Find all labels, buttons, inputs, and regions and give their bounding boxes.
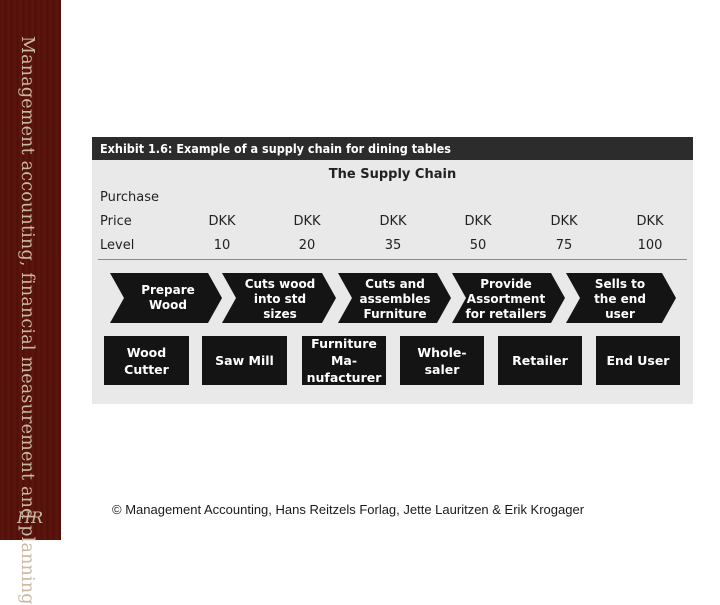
arrow-label-sells: Sells to the end user	[594, 277, 646, 321]
level-cell: 35	[384, 238, 402, 253]
sidebar: Management accounting, financial measure…	[0, 0, 61, 605]
row-label-price: Price	[100, 214, 132, 229]
actor-box-retailer: Retailer	[498, 336, 582, 385]
actor-box-end-user: End User	[596, 336, 680, 385]
currency-cell: DKK	[636, 214, 664, 229]
exhibit-title: Exhibit 1.6: Example of a supply chain f…	[100, 141, 451, 156]
actor-box-wood-cutter: Wood Cutter	[104, 336, 189, 385]
actor-label: Retailer	[512, 353, 568, 368]
arrow-label-prepare-wood: Prepare Wood	[141, 283, 195, 312]
copyright-caption: © Management Accounting, Hans Reitzels F…	[112, 502, 585, 517]
actor-label: End User	[606, 353, 670, 368]
level-cell: 100	[637, 238, 663, 253]
arrow-label-assortment: Provide Assortment for retailers	[465, 277, 547, 321]
supply-chain-title: The Supply Chain	[328, 167, 457, 182]
row-label-purchase: Purchase	[100, 190, 160, 205]
actor-box-wholesaler: Whole- saler	[400, 336, 484, 385]
currency-cell: DKK	[293, 214, 321, 229]
level-cell: 10	[213, 238, 231, 253]
divider-line	[98, 259, 687, 260]
process-arrow	[222, 273, 336, 323]
level-cell: 75	[555, 238, 573, 253]
sidebar-title: Management accounting, financial measure…	[17, 36, 37, 605]
level-cell: 20	[298, 238, 316, 253]
actor-label: Saw Mill	[215, 353, 274, 368]
currency-cell: DKK	[208, 214, 236, 229]
currency-cell: DKK	[550, 214, 578, 229]
actor-label: Wood Cutter	[124, 344, 169, 377]
arrow-label-cuts-wood: Cuts wood into std sizes	[244, 277, 316, 321]
currency-cell: DKK	[379, 214, 407, 229]
actor-box-furniture-manufacturer: Furniture Ma- nufacturer	[302, 336, 386, 385]
level-cell: 50	[469, 238, 487, 253]
actor-label: Furniture Ma- nufacturer	[306, 336, 382, 385]
currency-cell: DKK	[464, 214, 492, 229]
actor-box-saw-mill: Saw Mill	[202, 336, 287, 385]
process-arrow	[110, 273, 222, 323]
row-label-level: Level	[100, 238, 135, 253]
arrow-label-assembles: Cuts and assembles Furniture	[359, 277, 431, 321]
exhibit-panel: Exhibit 1.6: Example of a supply chain f…	[92, 137, 693, 404]
process-arrows	[110, 273, 676, 323]
publisher-logo: HR	[17, 508, 43, 527]
process-arrow	[452, 273, 565, 323]
process-arrow	[566, 273, 676, 323]
exhibit-header: Exhibit 1.6: Example of a supply chain f…	[92, 137, 693, 160]
process-arrow	[338, 273, 451, 323]
actor-label: Whole- saler	[417, 344, 467, 377]
